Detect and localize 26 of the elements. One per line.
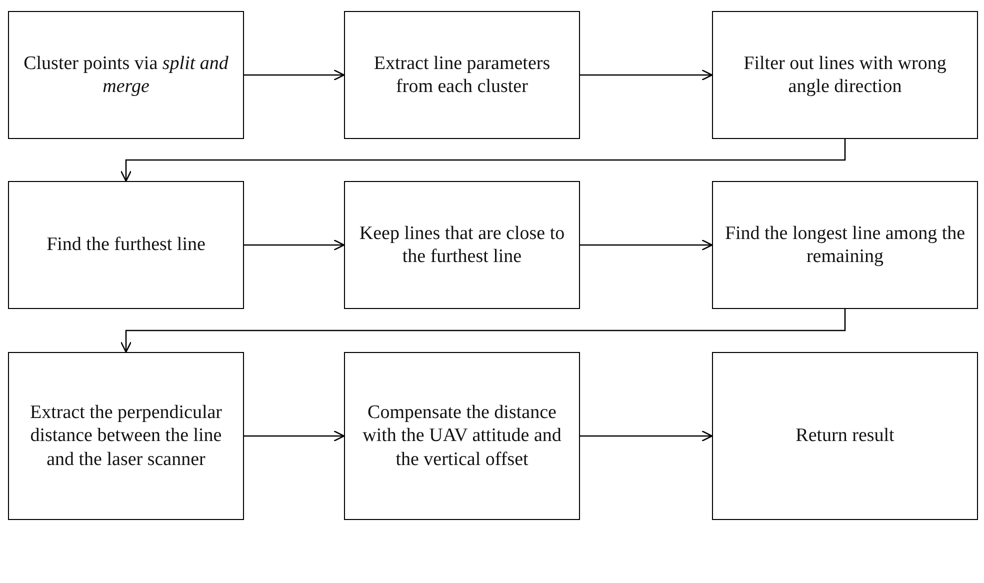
step-text: Find the furthest line	[46, 233, 206, 257]
process-box	[344, 352, 580, 520]
step-text: Return result	[796, 424, 894, 448]
arrow	[120, 139, 846, 182]
step-text: Extract line parameters from each cluster	[372, 52, 552, 98]
process-box	[8, 181, 244, 309]
process-box	[712, 181, 978, 309]
process-box	[8, 352, 244, 520]
arrow	[120, 309, 846, 353]
step-text: Compensate the distance with the UAV attitude and the vertical offset	[362, 401, 562, 471]
step-text: Cluster points via split and merge	[22, 52, 230, 98]
process-box	[8, 11, 244, 139]
process-box	[344, 181, 580, 309]
process-box	[712, 352, 978, 520]
step-text: Find the longest line among the remaining	[724, 222, 966, 268]
arrow	[580, 69, 713, 81]
arrow	[244, 239, 345, 251]
arrow	[244, 430, 345, 442]
arrow	[580, 430, 713, 442]
step-text: Keep lines that are close to the furthest line	[358, 222, 566, 268]
step-text: Filter out lines with wrong angle direction	[742, 52, 948, 98]
arrow	[244, 69, 345, 81]
arrow	[580, 239, 713, 251]
process-box	[344, 11, 580, 139]
step-text: Extract the perpendicular distance between the line and the laser scanner	[28, 401, 223, 471]
process-box	[712, 11, 978, 139]
